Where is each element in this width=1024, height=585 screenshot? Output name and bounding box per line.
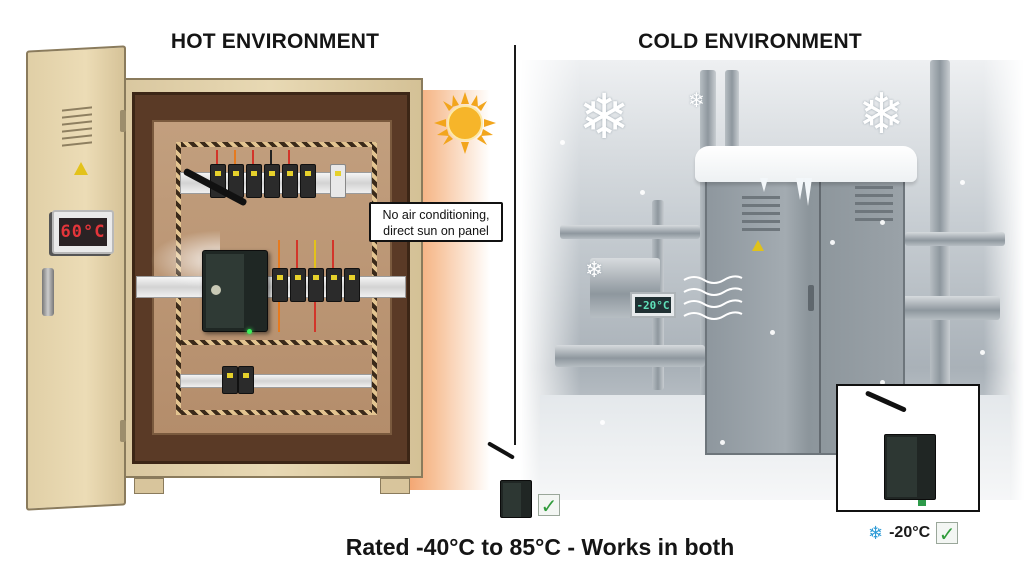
rtu-device-hot	[202, 250, 268, 334]
wind-icon	[683, 275, 743, 320]
icicle	[796, 178, 804, 200]
checkmark-icon: ✓	[538, 494, 560, 517]
hot-temperature-display: 60°C	[52, 210, 114, 254]
snow-particle	[770, 330, 775, 335]
device-faceplate	[503, 483, 521, 517]
circuit-breaker	[344, 268, 360, 302]
cabinet-foot	[134, 478, 164, 494]
door-handle	[42, 268, 54, 316]
snow-particle	[880, 380, 885, 385]
hot-temperature-value: 60°C	[59, 218, 107, 246]
door-seam	[819, 172, 821, 453]
door-hinge	[120, 110, 126, 132]
section-divider	[514, 45, 516, 445]
wire	[314, 240, 316, 268]
wire	[288, 150, 290, 164]
circuit-breaker	[222, 366, 238, 394]
cold-temperature-value: -20°C	[635, 297, 671, 313]
circuit-breaker	[238, 366, 254, 394]
snow-particle	[960, 180, 965, 185]
hazard-stripe	[176, 340, 376, 345]
snowflake-icon: ❄	[578, 80, 630, 153]
pipe	[560, 225, 700, 239]
cold-temperature-display: -20°C	[630, 292, 676, 318]
cabinet-foot	[380, 478, 410, 494]
snow-particle	[640, 190, 645, 195]
circuit-breaker	[228, 164, 244, 198]
circuit-breaker	[282, 164, 298, 198]
terminal-block	[918, 500, 926, 506]
cabinet-vent	[855, 186, 893, 230]
circuit-breaker	[326, 268, 342, 302]
wire	[278, 302, 280, 332]
circuit-breaker	[272, 268, 288, 302]
hot-environment-title: HOT ENVIRONMENT	[170, 30, 380, 53]
circuit-breaker	[308, 268, 324, 302]
warning-icon	[752, 240, 764, 251]
rating-caption: Rated -40°C to 85°C - Works in both	[345, 534, 735, 560]
circuit-breaker	[246, 164, 262, 198]
antenna-icon	[487, 441, 515, 460]
wire	[332, 240, 334, 268]
door-hinge	[120, 420, 126, 442]
snow-particle	[830, 240, 835, 245]
wire	[278, 240, 280, 268]
status-led	[247, 329, 252, 334]
icicle	[804, 178, 812, 206]
device-faceplate	[887, 437, 917, 497]
cold-result-label: ❄ -20°C ✓	[868, 522, 959, 545]
circuit-breaker	[300, 164, 316, 198]
snow-particle	[560, 140, 565, 145]
callout-line-2: direct sun on panel	[383, 224, 489, 238]
rtu-device-center	[500, 480, 532, 518]
wire	[234, 150, 236, 164]
cold-device-inset	[836, 384, 980, 512]
wire	[314, 302, 316, 332]
cold-inset-temperature: -20°C	[889, 524, 931, 541]
device-logo	[211, 285, 221, 295]
antenna-icon	[864, 390, 908, 413]
snowflake-icon: ❄	[585, 258, 604, 283]
circuit-breaker	[290, 268, 306, 302]
hot-callout-box: No air conditioning, direct sun on panel	[369, 202, 503, 242]
checkmark-icon: ✓	[936, 522, 959, 545]
snow-particle	[720, 440, 725, 445]
snow-particle	[600, 420, 605, 425]
snow-particle	[980, 350, 985, 355]
snowflake-icon: ❄	[688, 88, 705, 112]
warning-icon	[74, 162, 88, 175]
door-handle	[808, 285, 814, 311]
door-vent	[62, 106, 92, 152]
hazard-stripe	[176, 410, 376, 415]
cabinet-vent	[742, 196, 780, 240]
callout-line-1: No air conditioning,	[382, 208, 490, 222]
circuit-breaker	[264, 164, 280, 198]
icicle	[760, 178, 768, 192]
snowflake-icon: ❄	[868, 522, 884, 544]
wire	[252, 150, 254, 164]
wire	[216, 150, 218, 164]
pipe	[555, 345, 705, 367]
hazard-stripe	[176, 142, 376, 147]
snowflake-icon: ❄	[858, 82, 905, 147]
snow-particle	[880, 220, 885, 225]
cold-environment-title: COLD ENVIRONMENT	[638, 30, 862, 53]
pipe	[905, 232, 1005, 246]
rtu-device-cold	[884, 434, 936, 500]
wire	[270, 150, 272, 164]
sun-icon	[434, 92, 496, 154]
din-rail	[180, 374, 372, 388]
snow-cap	[695, 146, 917, 182]
power-supply-module	[330, 164, 346, 198]
pipe	[930, 60, 950, 390]
wire	[296, 240, 298, 268]
